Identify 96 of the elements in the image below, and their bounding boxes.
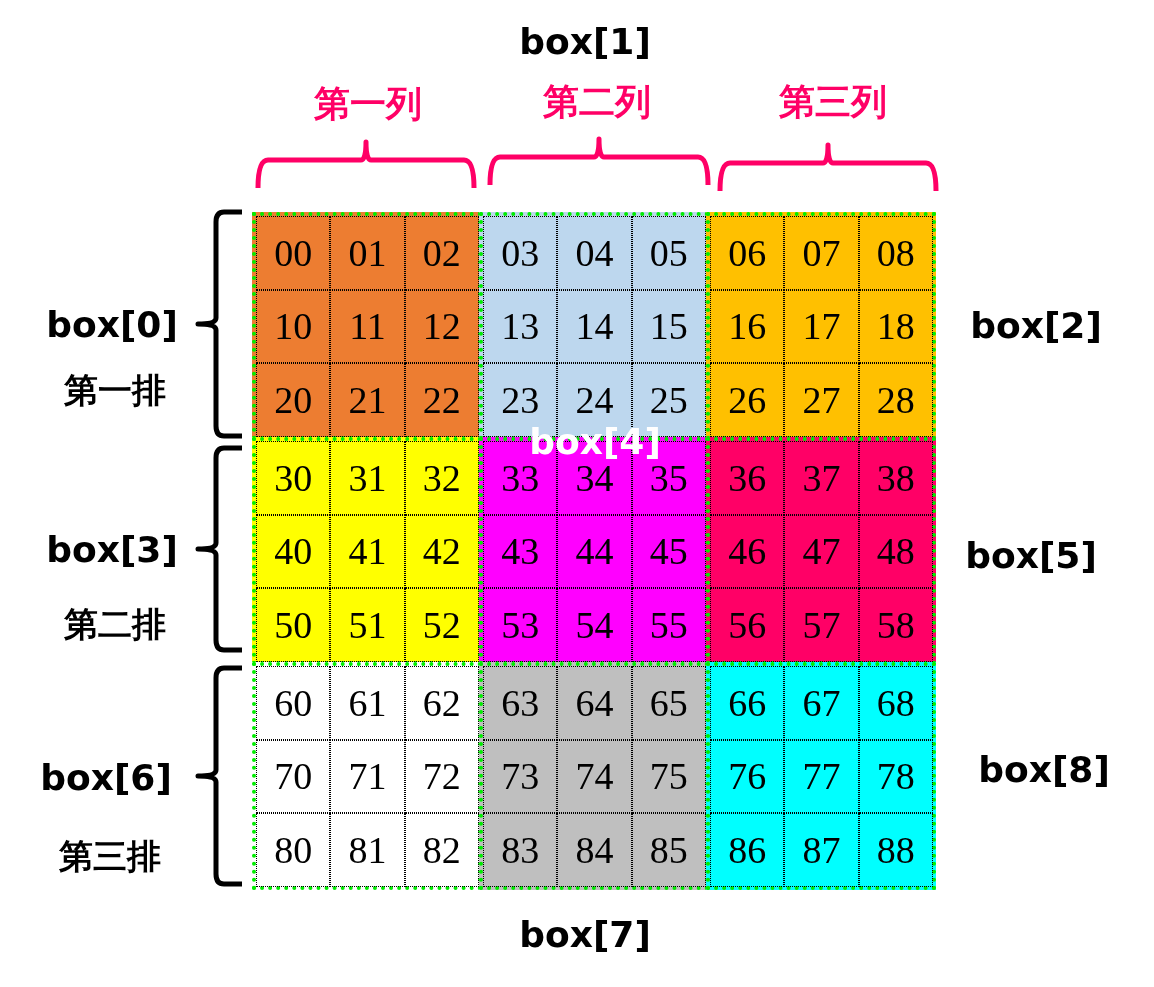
number-cell: 16 — [710, 289, 785, 364]
number-cell: 43 — [483, 514, 558, 589]
number-cell: 65 — [631, 666, 706, 740]
number-cell: 83 — [483, 813, 558, 887]
number-cell: 81 — [330, 813, 405, 887]
row-label: 第三排 — [59, 839, 161, 873]
number-cell: 05 — [631, 216, 706, 290]
number-cell: 03 — [483, 216, 558, 290]
colored-block — [479, 662, 709, 890]
number-cell: 64 — [557, 666, 632, 740]
number-cell: 32 — [404, 441, 479, 515]
number-cell: 38 — [858, 441, 933, 515]
block-label: box[0] — [46, 307, 178, 343]
number-cell: 17 — [784, 289, 859, 364]
number-cell: 82 — [404, 813, 479, 887]
number-cell: 27 — [784, 363, 859, 437]
number-cell: 44 — [557, 514, 632, 589]
number-cell: 86 — [710, 813, 785, 887]
number-cell: 71 — [330, 739, 405, 814]
number-cell: 84 — [557, 813, 632, 887]
number-cell: 31 — [330, 441, 405, 515]
number-cell: 41 — [330, 514, 405, 589]
number-cell: 85 — [631, 813, 706, 887]
number-cell: 01 — [330, 216, 405, 290]
number-cell: 57 — [784, 588, 859, 662]
block-label: box[6] — [40, 760, 172, 796]
colored-block — [252, 437, 482, 665]
number-cell: 15 — [631, 289, 706, 364]
number-cell: 07 — [784, 216, 859, 290]
number-cell: 50 — [256, 588, 331, 662]
row-label: 第一排 — [64, 373, 166, 407]
block-label: box[1] — [519, 24, 651, 60]
number-cell: 28 — [858, 363, 933, 437]
number-cell: 56 — [710, 588, 785, 662]
colored-block — [706, 212, 936, 440]
number-cell: 75 — [631, 739, 706, 814]
number-cell: 36 — [710, 441, 785, 515]
colored-block — [252, 212, 482, 440]
number-cell: 52 — [404, 588, 479, 662]
colored-block — [252, 662, 482, 890]
number-cell: 10 — [256, 289, 331, 364]
block-label: box[7] — [519, 917, 651, 953]
number-cell: 70 — [256, 739, 331, 814]
number-cell: 00 — [256, 216, 331, 290]
number-cell: 46 — [710, 514, 785, 589]
block-label: box[8] — [978, 752, 1110, 788]
number-cell: 08 — [858, 216, 933, 290]
number-cell: 40 — [256, 514, 331, 589]
number-cell: 22 — [404, 363, 479, 437]
number-cell: 76 — [710, 739, 785, 814]
number-cell: 88 — [858, 813, 933, 887]
number-cell: 47 — [784, 514, 859, 589]
column-label: 第一列 — [314, 86, 422, 122]
column-label: 第三列 — [779, 84, 887, 120]
colored-block — [706, 437, 936, 665]
number-cell: 55 — [631, 588, 706, 662]
number-cell: 20 — [256, 363, 331, 437]
number-cell: 72 — [404, 739, 479, 814]
number-cell: 68 — [858, 666, 933, 740]
number-cell: 61 — [330, 666, 405, 740]
number-cell: 02 — [404, 216, 479, 290]
number-cell: 58 — [858, 588, 933, 662]
number-cell: 54 — [557, 588, 632, 662]
number-cell: 14 — [557, 289, 632, 364]
number-cell: 77 — [784, 739, 859, 814]
column-label: 第二列 — [543, 84, 651, 120]
number-cell: 06 — [710, 216, 785, 290]
number-cell: 11 — [330, 289, 405, 364]
number-cell: 26 — [710, 363, 785, 437]
number-cell: 18 — [858, 289, 933, 364]
number-cell: 67 — [784, 666, 859, 740]
number-cell: 48 — [858, 514, 933, 589]
number-cell: 87 — [784, 813, 859, 887]
row-label: 第二排 — [64, 607, 166, 641]
number-cell: 42 — [404, 514, 479, 589]
block-label: box[3] — [46, 532, 178, 568]
number-cell: 63 — [483, 666, 558, 740]
number-cell: 51 — [330, 588, 405, 662]
number-cell: 78 — [858, 739, 933, 814]
number-cell: 04 — [557, 216, 632, 290]
block-label: box[2] — [970, 308, 1102, 344]
number-cell: 80 — [256, 813, 331, 887]
number-cell: 73 — [483, 739, 558, 814]
colored-block — [706, 662, 936, 890]
number-cell: 74 — [557, 739, 632, 814]
number-cell: 45 — [631, 514, 706, 589]
number-cell: 37 — [784, 441, 859, 515]
number-cell: 62 — [404, 666, 479, 740]
number-cell: 13 — [483, 289, 558, 364]
number-cell: 21 — [330, 363, 405, 437]
number-cell: 60 — [256, 666, 331, 740]
number-cell: 12 — [404, 289, 479, 364]
number-cell: 66 — [710, 666, 785, 740]
number-cell: 30 — [256, 441, 331, 515]
number-cell: 53 — [483, 588, 558, 662]
block-label: box[5] — [965, 538, 1097, 574]
